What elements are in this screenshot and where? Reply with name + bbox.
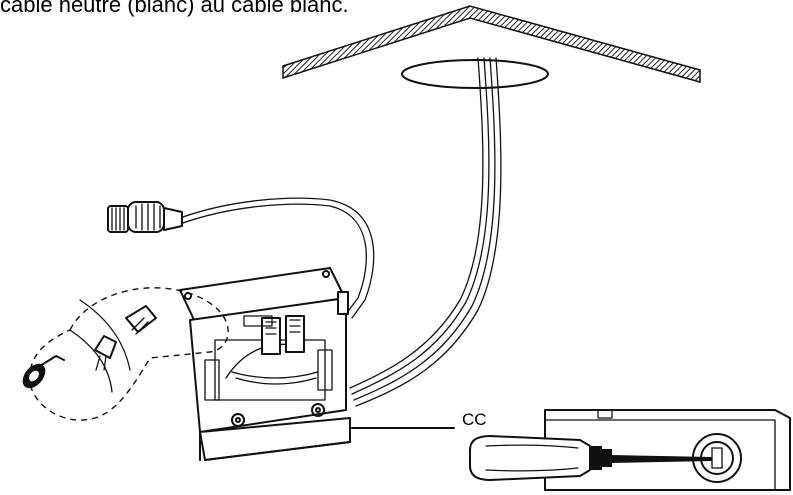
ceiling-wires	[349, 57, 502, 407]
sensor-cable	[179, 197, 375, 319]
screwdriver-icon	[469, 435, 712, 481]
connector-plug	[107, 201, 183, 233]
caption-text: câble neutre (blanc) au câble blanc.	[0, 0, 349, 17]
ceiling	[282, 5, 701, 89]
junction-box	[179, 267, 351, 461]
callout-label-cc: CC	[462, 410, 487, 429]
ceiling-opening	[401, 59, 549, 89]
tape-icon	[22, 355, 65, 389]
cover-box	[544, 409, 791, 491]
detail-bubble	[28, 287, 229, 421]
